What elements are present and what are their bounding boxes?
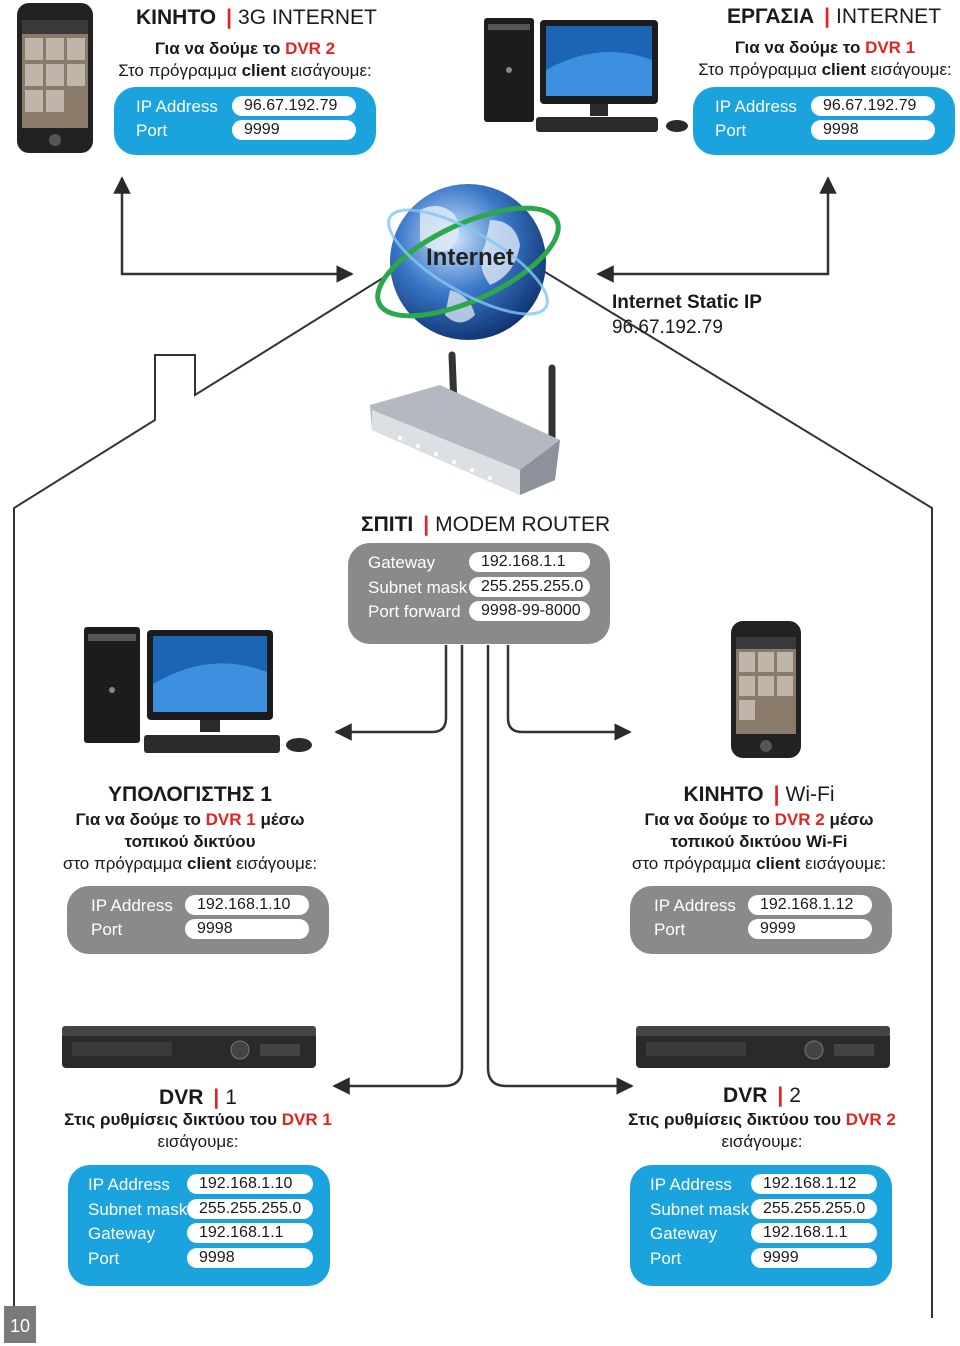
mobile-wifi-port-value: 9999: [748, 919, 872, 939]
static-ip-label: Internet Static IP: [612, 292, 762, 313]
internet-static-ip: Internet Static IP 96.67.192.79: [612, 290, 762, 340]
dvr1-gateway-value: 192.168.1.1: [187, 1223, 313, 1243]
dvr1-subnet-value: 255.255.255.0: [187, 1198, 313, 1219]
dvr1-port-value: 9998: [187, 1247, 313, 1268]
work-subtitle: INTERNET: [836, 5, 942, 28]
computer1-title: ΥΠΟΛΟΓΙΣΤΗΣ 1: [108, 783, 272, 806]
link-router-dvr2: [486, 645, 634, 1095]
router-gateway-value: 192.168.1.1: [469, 552, 590, 572]
work-port-value: 9998: [811, 120, 935, 140]
computer1-port-value: 9998: [185, 919, 309, 939]
mobile-3g-ip-value: 96.67.192.79: [232, 96, 356, 116]
dvr1-device: [62, 1026, 316, 1068]
desktop-work-device: [484, 18, 688, 132]
mobile-wifi-heading: ΚΙΝΗΤΟ|Wi-Fi: [683, 783, 835, 806]
dvr1-subtitle: 1: [225, 1086, 237, 1109]
router-subnet-value: 255.255.255.0: [469, 576, 590, 597]
static-ip-value: 96.67.192.79: [612, 317, 723, 338]
dvr2-title: DVR: [723, 1084, 768, 1107]
link-mobile3g-internet: [113, 176, 354, 283]
desktop-computer1-device: [84, 627, 312, 753]
router-title: ΣΠΙΤΙ: [361, 513, 414, 536]
house-outline: [13, 223, 933, 1318]
mobile-3g-port-value: 9999: [232, 120, 356, 140]
dvr2-subnet-value: 255.255.255.0: [751, 1198, 877, 1219]
mobile-3g-description: Για να δούμε το DVR 2 Στο πρόγραμμα clie…: [118, 39, 372, 80]
dvr1-title: DVR: [159, 1086, 204, 1109]
computer1-description: Για να δούμε το DVR 1 μέσω τοπικού δικτύ…: [62, 810, 318, 873]
work-ip-value: 96.67.192.79: [811, 96, 935, 116]
mobile-3g-title: ΚΙΝΗΤΟ: [136, 6, 217, 29]
link-work-internet: [596, 176, 837, 283]
link-router-computer: [334, 645, 448, 741]
mobile-wifi-description: Για να δούμε το DVR 2 μέσω τοπικού δικτύ…: [631, 810, 887, 873]
dvr2-port-value: 9999: [751, 1247, 877, 1268]
router-device: [370, 351, 560, 495]
mobile-wifi-title: ΚΙΝΗΤΟ: [683, 783, 764, 806]
page-number: 10: [4, 1306, 36, 1343]
phone-3g-device: [17, 3, 93, 153]
router-heading: ΣΠΙΤΙ|MODEM ROUTER: [361, 513, 611, 536]
computer1-ip-value: 192.168.1.10: [185, 895, 309, 915]
dvr2-subtitle: 2: [789, 1084, 801, 1107]
router-subtitle: MODEM ROUTER: [435, 513, 611, 536]
computer1-heading: ΥΠΟΛΟΓΙΣΤΗΣ 1: [40, 783, 340, 807]
work-title: ΕΡΓΑΣΙΑ: [727, 5, 815, 28]
dvr1-ip-value: 192.168.1.10: [187, 1174, 313, 1194]
internet-label: Internet: [426, 244, 515, 271]
mobile-3g-heading: ΚΙΝΗΤΟ|3G INTERNET: [136, 6, 377, 29]
router-port-forward-value: 9998-99-8000: [469, 601, 590, 621]
dvr1-heading: DVR|1: [159, 1086, 237, 1109]
work-heading: ΕΡΓΑΣΙΑ|INTERNET: [727, 5, 942, 28]
dvr2-device: [636, 1026, 890, 1068]
dvr2-description: Στις ρυθμίσεις δικτύου του DVR 2 εισάγου…: [628, 1110, 896, 1151]
work-description: Για να δούμε το DVR 1 Στο πρόγραμμα clie…: [698, 38, 952, 79]
mobile-wifi-subtitle: Wi-Fi: [785, 783, 835, 806]
link-router-dvr1: [332, 645, 464, 1095]
internet-globe: [375, 184, 561, 340]
dvr2-heading: DVR|2: [723, 1084, 801, 1107]
dvr1-description: Στις ρυθμίσεις δικτύου του DVR 1 εισάγου…: [64, 1110, 332, 1151]
mobile-wifi-ip-value: 192.168.1.12: [748, 895, 872, 915]
dvr2-gateway-value: 192.168.1.1: [751, 1223, 877, 1243]
link-router-mobile: [506, 645, 632, 741]
phone-wifi-device: [731, 621, 801, 758]
dvr2-ip-value: 192.168.1.12: [751, 1174, 877, 1194]
mobile-3g-subtitle: 3G INTERNET: [238, 6, 377, 29]
